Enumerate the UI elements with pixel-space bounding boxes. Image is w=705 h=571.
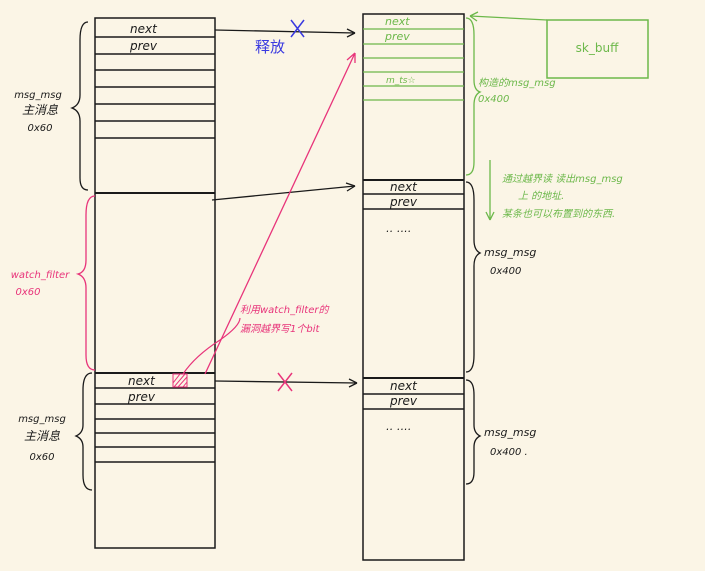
left-column [94,17,216,549]
oob-read-arrowhead [485,211,495,221]
left-column-outline [94,17,216,549]
right-top-prev-field: prev [384,30,410,43]
bottom-next-cross-icon [277,372,293,392]
right-bottom-brace [465,379,482,485]
left-bottom-label-line2: 主消息 [24,429,60,443]
right-top-next-field: next [385,15,410,28]
right-bottom-label-line1: msg_msg [484,426,536,439]
right-bottom-next-field: next [390,379,418,393]
pink-redirect-arrow [204,52,356,375]
left-bottom-prev-field: prev [127,390,156,404]
left-top-label-line3: 0x60 [27,123,52,134]
right-column [362,13,465,561]
right-column-outline [362,13,465,561]
sk-buff-label: sk_buff [576,41,619,55]
right-mid-label-line1: msg_msg [484,246,536,259]
pink-redirect-arrowhead [346,52,356,63]
freed-next-arrowhead [346,28,356,38]
right-mid-brace [465,181,482,373]
right-bottom-label-line2: 0x400 . [490,447,528,458]
pink-note-pointer [182,317,241,375]
oob-read-note-line3: 某条也可以布置到的东西. [502,208,615,220]
right-top-mts-field: m_ts☆ [386,76,416,86]
right-mid-next-field: next [390,180,418,194]
watch-filter-label-line1: watch_filter [11,270,70,281]
watch-filter-note-line1: 利用watch_filter的 [240,304,329,316]
right-mid-prev-field: prev [389,195,418,209]
right-top-label-line1: 构造的msg_msg [478,77,556,89]
sk-buff-box [546,19,649,79]
bottom-next-arrowhead [348,378,358,388]
left-top-prev-field: prev [129,39,158,53]
freed-next-arrow [214,29,356,34]
overwritten-bit-hatch [172,373,188,388]
watch-filter-brace [75,195,96,371]
right-mid-ellipsis: ‥ ‥‥ [386,222,412,235]
next-to-mid-arrowhead [345,182,356,192]
left-top-label-line2: 主消息 [22,103,58,117]
right-top-green-lines [363,28,464,101]
right-top-brace [465,17,482,176]
left-top-brace [70,21,89,191]
oob-read-note-line1: 通过越界读 读出msg_msg [502,173,623,185]
left-top-label-line1: msg_msg [14,90,62,101]
left-top-next-field: next [130,22,158,36]
watch-filter-label-line2: 0x60 [15,287,40,298]
left-bottom-brace [74,372,93,491]
sk-buff-arrowhead [469,11,479,22]
oob-read-note-line2: 上 的地址. [518,190,564,202]
watch-filter-note-line2: 漏洞越界写1个bit [240,323,320,335]
right-top-label-line2: 0x400 [478,94,509,105]
right-bottom-ellipsis: ‥ ‥‥ [386,420,412,433]
release-cross-icon [290,19,305,38]
left-bottom-label-line3: 0x60 [29,452,54,463]
left-bottom-next-field: next [128,374,156,388]
right-bottom-prev-field: prev [389,394,418,408]
right-mid-label-line2: 0x400 [490,266,521,277]
release-label: 释放 [255,38,285,56]
bottom-next-arrow [214,380,358,384]
next-to-mid-arrow [211,185,356,201]
sk-buff-arrow [469,15,548,21]
left-bottom-label-line1: msg_msg [18,414,66,425]
